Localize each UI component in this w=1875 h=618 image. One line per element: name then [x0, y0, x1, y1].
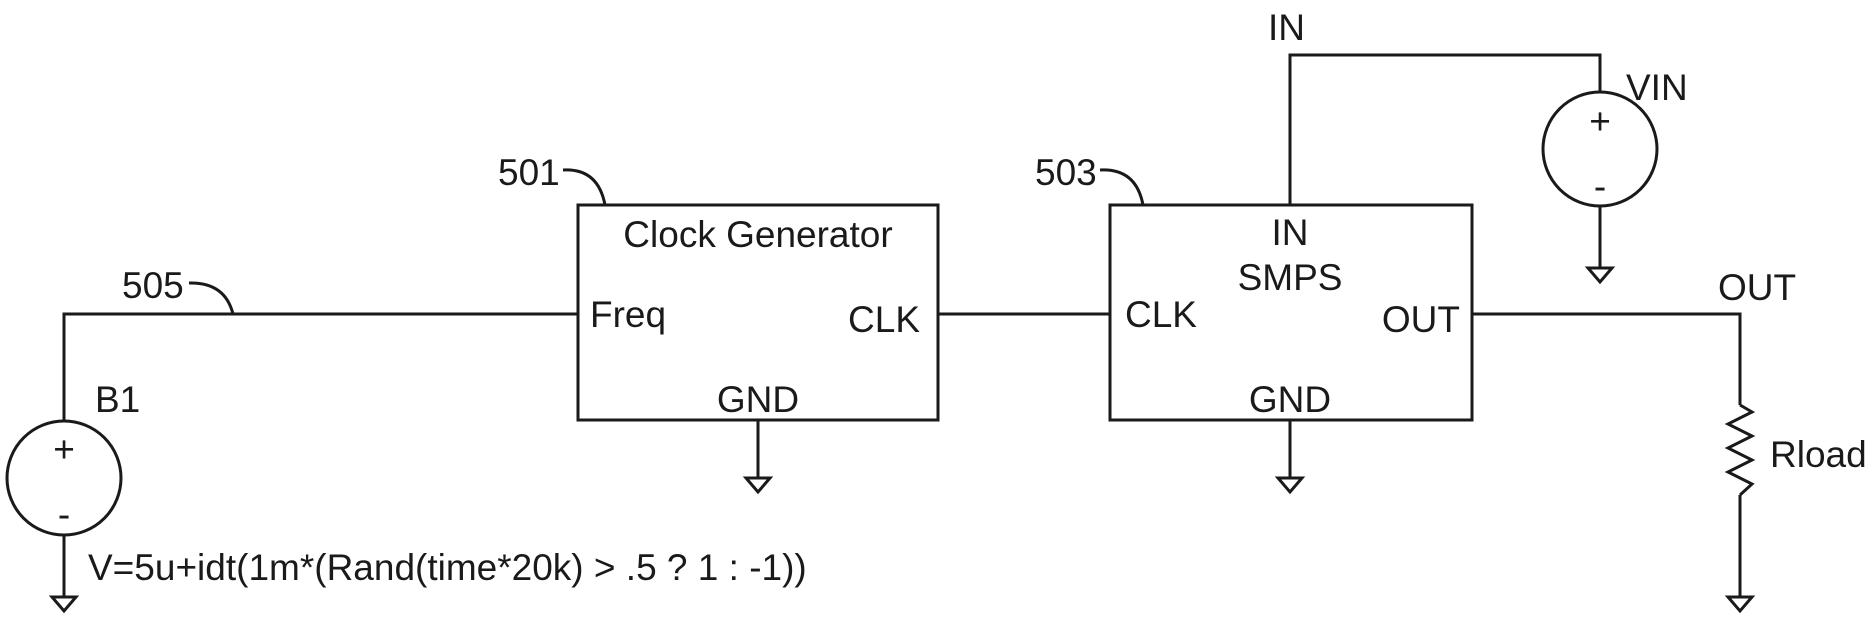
ref-label-501: 501 — [498, 152, 560, 193]
net-label-out: OUT — [1718, 267, 1796, 308]
ref-label-505: 505 — [122, 265, 184, 306]
b1-minus-sign: - — [58, 494, 70, 535]
vin-label: VIN — [1626, 67, 1688, 108]
vin-minus-sign: - — [1594, 166, 1606, 207]
clock-pin-clk: CLK — [848, 299, 920, 340]
smps-title: SMPS — [1238, 257, 1343, 298]
rload-resistor — [1728, 405, 1752, 495]
smps-pin-out: OUT — [1382, 299, 1460, 340]
rload-label: Rload — [1770, 434, 1867, 475]
b1-expression: V=5u+idt(1m*(Rand(time*20k) > .5 ? 1 : -… — [88, 547, 807, 588]
smps-pin-clk: CLK — [1125, 294, 1197, 335]
vin-plus-sign: + — [1589, 101, 1611, 142]
smps-pin-gnd: GND — [1249, 379, 1331, 420]
ref-leader-505 — [189, 283, 233, 314]
clock-pin-gnd: GND — [717, 379, 799, 420]
net-label-in: IN — [1268, 7, 1305, 48]
ground-icon — [1278, 478, 1302, 492]
clock-generator-title: Clock Generator — [623, 214, 892, 255]
ref-leader-501 — [563, 170, 605, 205]
b1-label: B1 — [95, 379, 140, 420]
clock-pin-freq: Freq — [590, 294, 666, 335]
ground-icon — [746, 478, 770, 492]
ref-label-503: 503 — [1035, 152, 1097, 193]
wire-out-net — [1472, 314, 1740, 405]
ref-leader-503 — [1100, 170, 1143, 205]
ground-icon — [1728, 597, 1752, 611]
wire-freq-net — [64, 314, 578, 420]
ground-icon — [1588, 268, 1612, 282]
smps-pin-in: IN — [1272, 212, 1309, 253]
ground-icon — [52, 597, 76, 611]
b1-plus-sign: + — [53, 429, 75, 470]
